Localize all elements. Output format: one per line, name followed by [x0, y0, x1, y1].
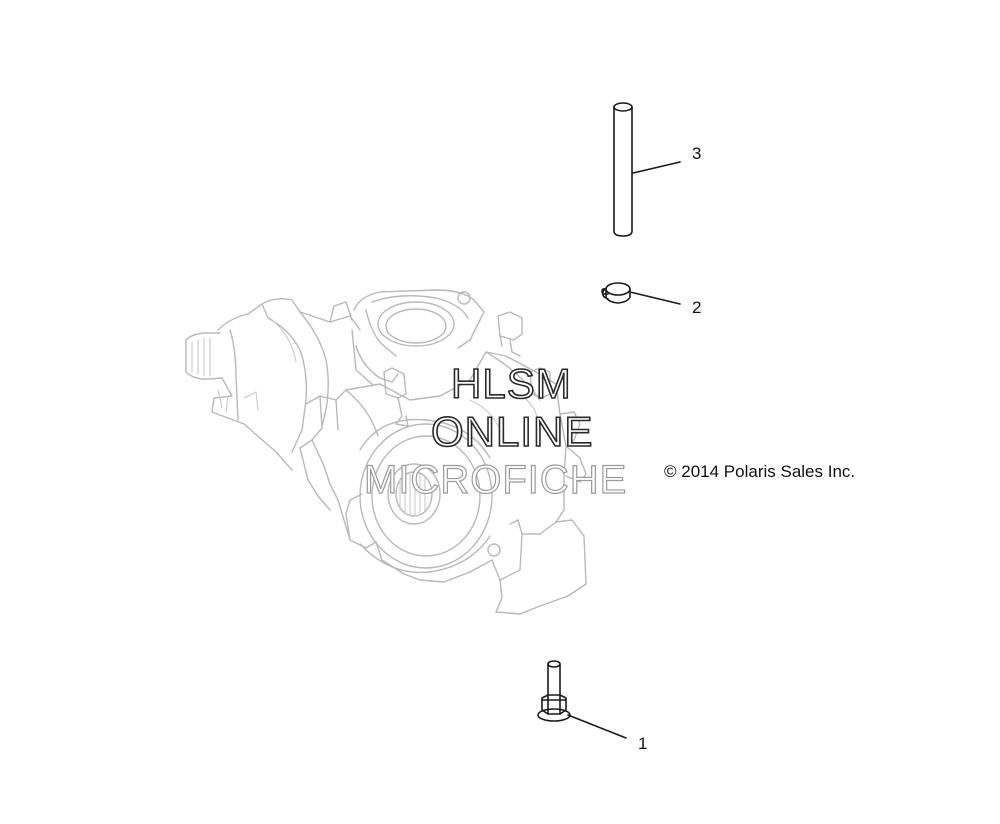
leader-line-2 — [629, 291, 681, 305]
leader-line-1 — [567, 714, 627, 739]
watermark-line-2: ONLINE — [430, 407, 594, 456]
gearcase-assembly — [185, 289, 587, 615]
copyright-notice: © 2014 Polaris Sales Inc. — [664, 462, 856, 481]
part-1-bolt — [537, 660, 571, 722]
leader-line-3 — [632, 161, 681, 174]
callout-2: 2 — [692, 298, 702, 317]
callout-3: 3 — [692, 144, 702, 163]
watermark-line-1: HLSM — [450, 359, 572, 408]
callout-1: 1 — [638, 734, 648, 753]
part-3-tube — [613, 102, 633, 237]
part-2-clamp — [601, 282, 631, 304]
watermark-line-3: MICROFICHE — [363, 457, 628, 502]
